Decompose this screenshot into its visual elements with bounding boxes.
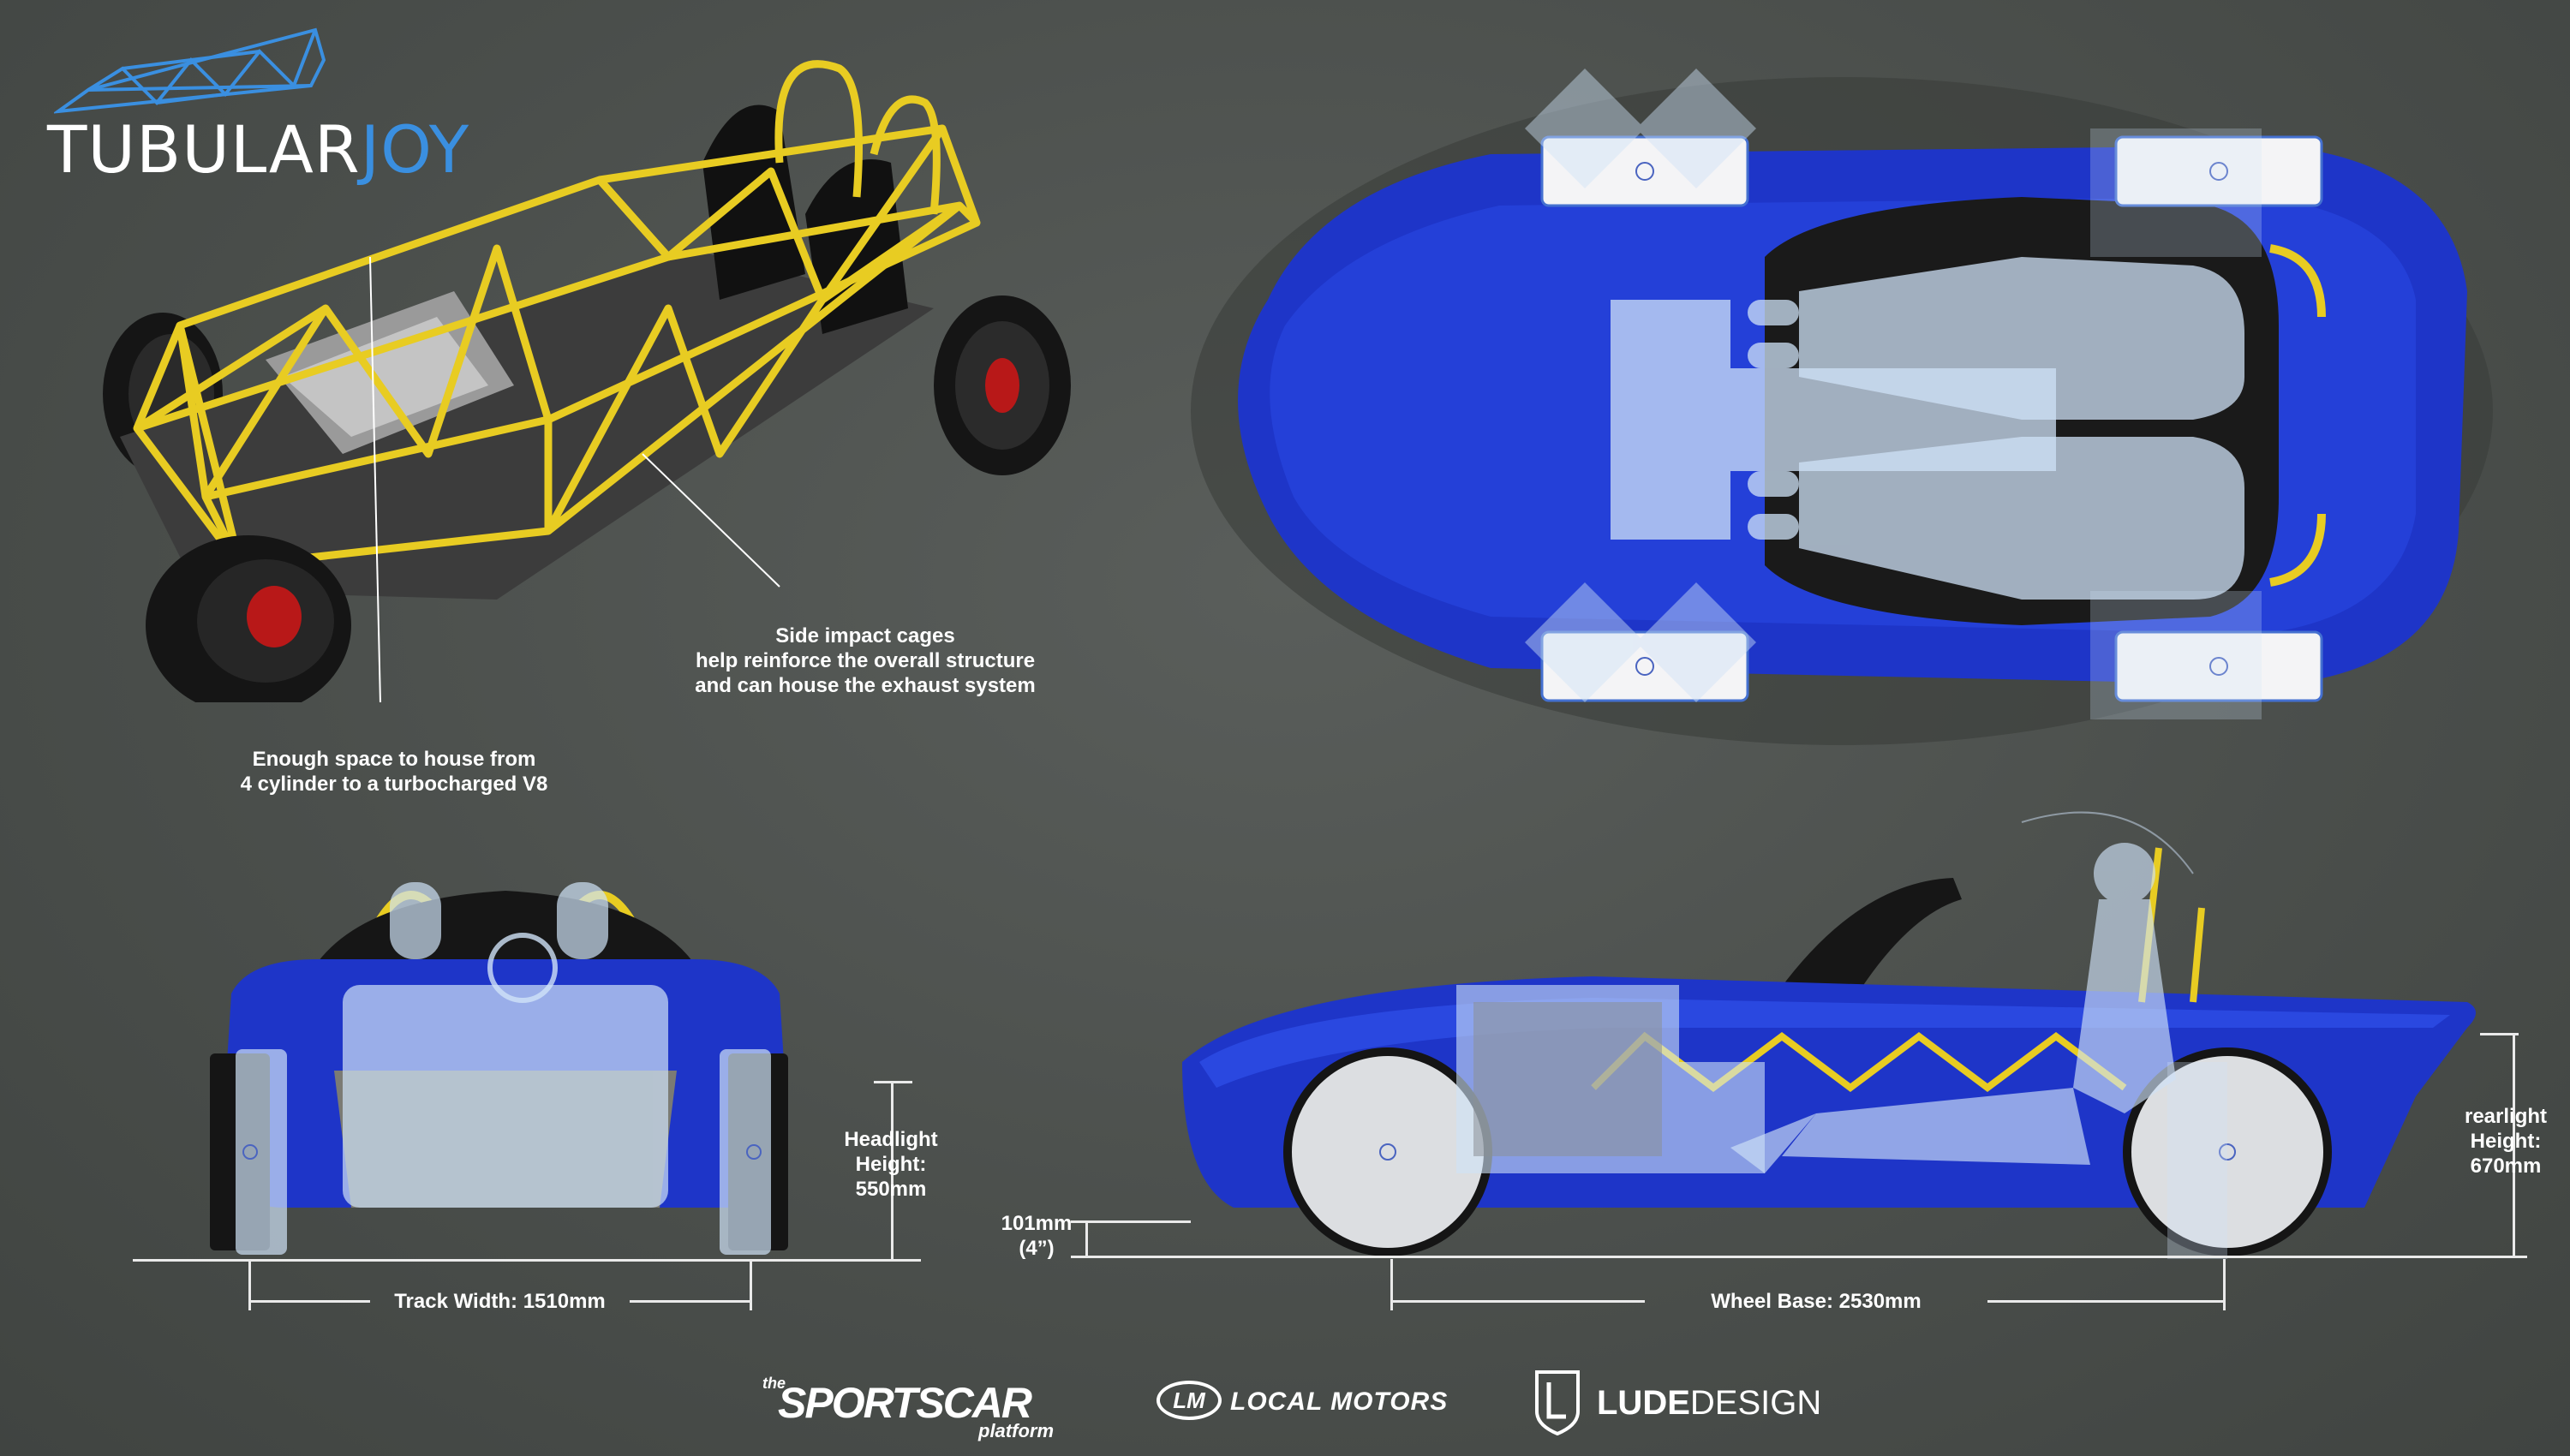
track-width-line-right (630, 1300, 750, 1303)
track-width-tick-right (750, 1259, 752, 1310)
clearance-dim-tick (1071, 1220, 1191, 1223)
tubular-frame-icon (54, 27, 326, 114)
design-word: DESIGN (1689, 1384, 1822, 1422)
lude-design-word: LUDEDESIGN (1597, 1384, 1821, 1423)
sportscar-platform-logo: the SPORTSCAR platform (762, 1375, 1088, 1443)
wheelbase-tick-left (1390, 1259, 1393, 1310)
top-wheel-fl (1540, 135, 1749, 207)
ground-line-front (133, 1259, 921, 1262)
track-width-tick-left (248, 1259, 251, 1310)
top-wheel-rr (2114, 630, 2323, 702)
note-line: 4 cylinder to a turbocharged V8 (240, 773, 548, 796)
note-line: help reinforce the overall structure (695, 649, 1036, 672)
dim-line: Headlight (844, 1128, 938, 1151)
logo-word-joy: JOY (360, 111, 470, 188)
headlight-dim-tick-top (874, 1081, 912, 1083)
logo-word-tubular: TUBULAR (47, 111, 361, 188)
rearlight-dim-tick-top (2480, 1033, 2519, 1035)
dim-line: 101mm (1001, 1212, 1073, 1235)
note-line: Side impact cages (775, 624, 955, 647)
dim-line: rearlight (2464, 1105, 2548, 1128)
dim-line: 670mm (2470, 1155, 2542, 1178)
track-width-line-left (250, 1300, 370, 1303)
front-left-wheel (146, 535, 351, 702)
wheelbase-line-right (1987, 1300, 2223, 1303)
track-width-label: Track Width: 1510mm (394, 1290, 606, 1313)
note-line: and can house the exhaust system (695, 674, 1036, 697)
side-wheel-rear (2123, 1047, 2332, 1256)
local-motors-mark-icon: LM (1156, 1381, 1222, 1420)
note-line: Enough space to house from (252, 748, 536, 771)
sportscar-platform-word: platform (978, 1420, 1054, 1441)
dim-line: Height: (2470, 1130, 2542, 1153)
lude-word: LUDE (1597, 1384, 1690, 1422)
logo: TUBULARJOY (47, 26, 469, 188)
car-front-view (210, 882, 788, 1255)
engine-space-note: Enough space to house from 4 cylinder to… (197, 747, 591, 797)
top-wheel-rl (2114, 135, 2323, 207)
dim-line: Height: (855, 1153, 927, 1176)
local-motors-word: LOCAL MOTORS (1230, 1387, 1449, 1416)
dim-line: (4”) (1019, 1237, 1055, 1260)
wheel-base-label: Wheel Base: 2530mm (1711, 1290, 1922, 1313)
wheelbase-tick-right (2223, 1259, 2226, 1310)
chassis-iso-illustration (103, 60, 1071, 702)
side-wheel-front (1283, 1047, 1492, 1256)
car-top-view (1191, 69, 2493, 745)
lude-shield-icon (1535, 1370, 1580, 1435)
top-wheel-fr (1540, 630, 1749, 702)
wheelbase-line-left (1392, 1300, 1645, 1303)
clearance-dim-line (1085, 1220, 1088, 1257)
headlight-height-label: Headlight Height: 550mm (814, 1127, 968, 1202)
car-side-view (1182, 811, 2476, 1259)
sportscar-word: SPORTSCAR (778, 1379, 1032, 1427)
ground-clearance-label: 101mm (4”) (985, 1211, 1088, 1261)
rear-right-wheel (934, 295, 1071, 475)
headlight-dim-line (891, 1081, 894, 1259)
sportscar-small-word: the (762, 1375, 786, 1392)
ground-line-side (1071, 1256, 2527, 1258)
side-impact-cages-note: Side impact cages help reinforce the ove… (660, 624, 1071, 698)
local-motors-logo: LM LOCAL MOTORS (1156, 1381, 1465, 1423)
rearlight-height-label: rearlight Height: 670mm (2442, 1104, 2570, 1179)
lude-design-logo: LUDEDESIGN (1533, 1369, 1821, 1437)
dim-line: 550mm (855, 1178, 927, 1201)
rearlight-dim-line (2513, 1033, 2515, 1257)
